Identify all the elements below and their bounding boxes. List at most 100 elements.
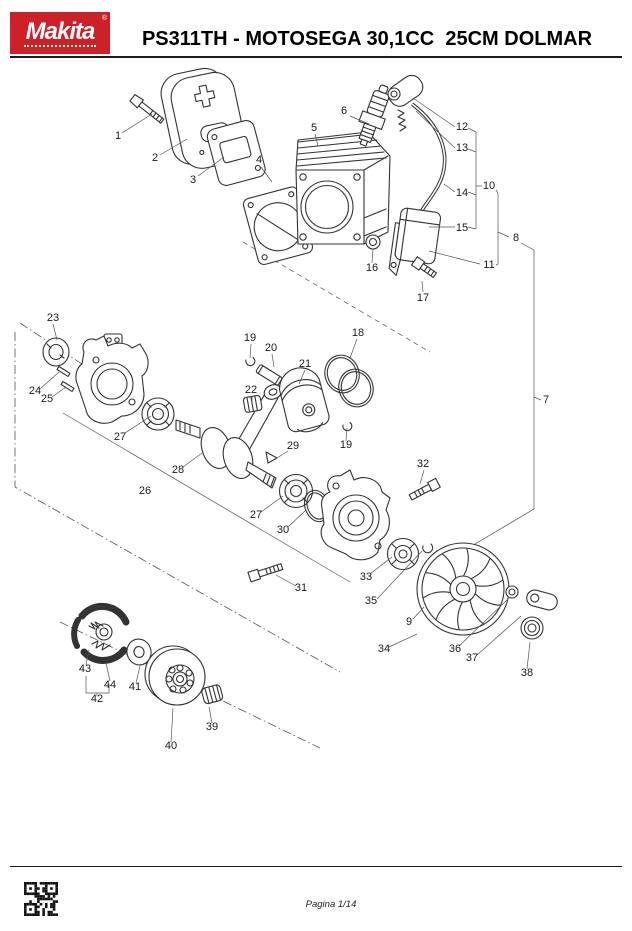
- part-16-nut: [366, 235, 380, 249]
- part-9-flywheel: [417, 543, 509, 635]
- part-label-6: 6: [341, 105, 347, 117]
- part-label-19: 19: [340, 439, 352, 451]
- part-33-oil-seal: [388, 539, 419, 570]
- part-label-7: 7: [543, 394, 549, 406]
- part-31-bolt: [248, 562, 283, 582]
- leader-lines: [40, 98, 530, 742]
- part-40-clutch-drum-sprocket: [145, 646, 205, 705]
- footer-rule: [10, 866, 622, 867]
- leader-line: [477, 616, 521, 655]
- page-number: Pagina 1/14: [305, 899, 357, 910]
- leader-line: [106, 663, 110, 681]
- leader-line: [413, 607, 424, 619]
- part-label-43: 43: [79, 663, 91, 675]
- part-label-32: 32: [417, 458, 429, 470]
- part-label-31: 31: [295, 582, 307, 594]
- part-label-16: 16: [366, 262, 378, 274]
- part-label-33: 33: [360, 571, 372, 583]
- part-18-piston-rings: [320, 351, 378, 412]
- leader-line: [86, 650, 89, 665]
- part-label-17: 17: [417, 292, 429, 304]
- leader-line: [288, 510, 306, 527]
- part-24-pin: [57, 366, 70, 376]
- part-label-28: 28: [172, 464, 184, 476]
- part-15-ignition-coil: [388, 207, 441, 280]
- leader-line: [413, 98, 455, 127]
- leader-line: [350, 116, 369, 124]
- part-label-12: 12: [456, 121, 468, 133]
- part-5-cylinder: [296, 132, 390, 244]
- leader-line: [372, 249, 373, 263]
- part-6-spark-plug: [352, 82, 396, 149]
- crankcase-half-left: [76, 334, 148, 423]
- part-label-27: 27: [250, 509, 262, 521]
- group-brackets: [63, 128, 541, 696]
- part-label-13: 13: [456, 142, 468, 154]
- part-label-1: 1: [115, 130, 121, 142]
- leader-line: [370, 557, 392, 574]
- makita-logo: Makita ®: [10, 12, 110, 54]
- part-36-nut-small: [506, 586, 518, 598]
- part-42-clutch-assembly: [74, 606, 126, 660]
- part-32-bolt: [408, 478, 440, 501]
- leader-line: [422, 281, 423, 292]
- leader-line: [198, 157, 224, 176]
- part-label-23: 23: [47, 312, 59, 324]
- leader-line: [377, 551, 422, 599]
- part-label-36: 36: [449, 643, 461, 655]
- part-27-bearing-right: [280, 475, 313, 508]
- leader-line: [136, 666, 140, 683]
- part-number-labels: 1234561213141510811161772324252726281920…: [29, 105, 549, 752]
- leader-line: [527, 642, 530, 669]
- leader-line: [277, 451, 288, 458]
- part-label-26: 26: [139, 485, 151, 497]
- part-35-circlip: [423, 544, 433, 553]
- part-label-4: 4: [256, 154, 262, 166]
- leader-line: [346, 428, 347, 441]
- leader-line: [459, 600, 507, 646]
- leader-line: [52, 387, 66, 397]
- part-label-8: 8: [513, 232, 519, 244]
- leader-line: [261, 167, 272, 182]
- part-14-ignition-wire: [412, 104, 445, 212]
- part-22-needle-cage: [243, 395, 262, 413]
- part-label-27: 27: [114, 431, 126, 443]
- leader-line: [125, 416, 151, 433]
- part-label-34: 34: [378, 643, 390, 655]
- leader-line: [53, 324, 57, 340]
- leader-line: [429, 251, 480, 264]
- part-label-20: 20: [265, 342, 277, 354]
- part-label-37: 37: [466, 652, 478, 664]
- leader-line: [261, 496, 283, 512]
- leader-line: [183, 453, 202, 467]
- qr-code: [24, 882, 58, 916]
- leader-line: [209, 707, 212, 723]
- part-label-18: 18: [352, 327, 364, 339]
- part-28-crankshaft: [176, 382, 284, 488]
- part-label-2: 2: [152, 152, 158, 164]
- part-38-flange-nut: [521, 617, 543, 639]
- leader-line: [250, 344, 251, 358]
- part-20-piston-pin: [256, 364, 283, 385]
- part-label-21: 21: [299, 358, 311, 370]
- part-label-39: 39: [206, 721, 218, 733]
- page-title: PS311TH - MOTOSEGA 30,1CC 25CM DOLMAR: [141, 28, 593, 50]
- leader-line: [171, 708, 173, 742]
- header-rule: [10, 56, 622, 58]
- part-label-3: 3: [190, 174, 196, 186]
- part-3-exhaust-plate: [206, 119, 267, 187]
- part-label-38: 38: [521, 667, 533, 679]
- leader-line: [272, 354, 274, 367]
- part-25-pin: [61, 381, 74, 391]
- part-19-circlip-bottom: [343, 423, 352, 431]
- part-23-oil-seal: [43, 338, 69, 366]
- part-label-42: 42: [91, 693, 103, 705]
- part-39-needle-bearing: [201, 684, 223, 704]
- makita-logo-text: Makita: [23, 17, 97, 47]
- part-label-22: 22: [245, 384, 257, 396]
- leader-line: [122, 114, 152, 133]
- leader-line: [416, 111, 455, 148]
- part-13-cap-spring: [398, 110, 406, 131]
- part-label-30: 30: [277, 524, 289, 536]
